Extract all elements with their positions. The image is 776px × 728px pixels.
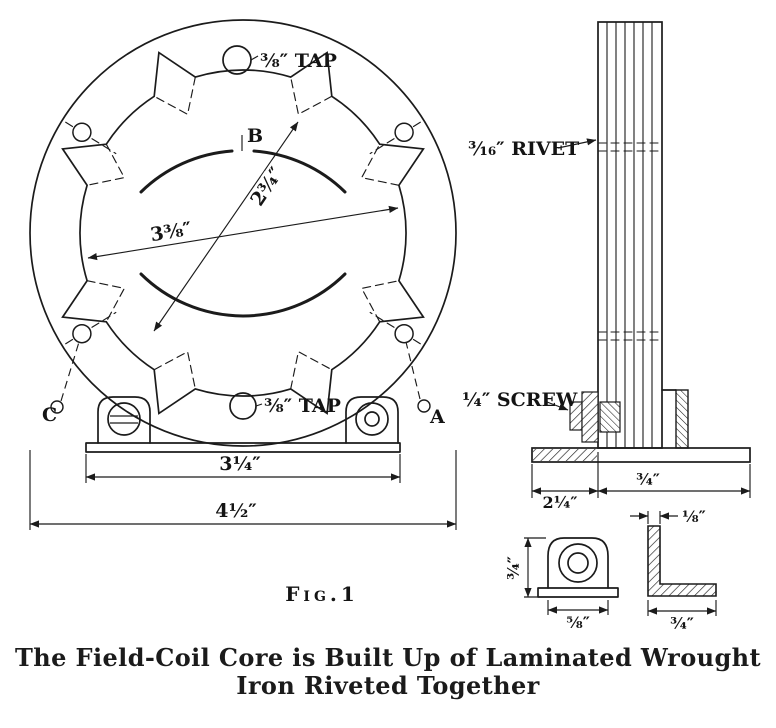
- rivet-label: ³⁄₁₆″ RIVET: [468, 138, 579, 160]
- screw-slot: [110, 415, 138, 424]
- dim-base-width-label: 3¼″: [219, 453, 261, 475]
- rivet-hole: [394, 122, 414, 143]
- technical-drawing: B ⅜″ TAP ⅜″ TAP 2¾″ 3⅜″ C A 3¼″: [29, 19, 751, 636]
- detail-foot-bushing: ¾″ ⅝″: [502, 537, 619, 635]
- screw-label: ¼″ SCREW: [462, 389, 578, 411]
- dim-overall-width-label: 4½″: [215, 500, 257, 522]
- dim-angle-thickness-label: ⅛″: [682, 507, 706, 526]
- screw-shank-section: [581, 391, 599, 443]
- rivet-holes: [72, 122, 414, 344]
- foot-bushing-inner: [567, 552, 589, 574]
- foot-bushing-outer: [558, 543, 598, 583]
- caption-line-2: Iron Riveted Together: [236, 671, 540, 700]
- point-a-label: A: [429, 406, 445, 428]
- caption-line-1: The Field-Coil Core is Built Up of Lamin…: [15, 643, 761, 672]
- foot-arch: [547, 537, 609, 589]
- dim-ext-overall: [29, 450, 457, 530]
- fig-label: Fig.1: [285, 582, 359, 606]
- tap-top-leader: [250, 55, 259, 61]
- screw-leader: [546, 401, 569, 411]
- tap-bottom-label: ⅜″ TAP: [264, 395, 341, 417]
- point-c-circle: [50, 400, 64, 414]
- rivet-hole: [72, 323, 92, 344]
- dim-angle-width-label: ¾″: [670, 614, 694, 633]
- right-foot-bushing-outer: [355, 402, 389, 436]
- point-c-label: C: [42, 404, 57, 426]
- lamination-lines: [606, 21, 653, 449]
- hidden-seam-dashes: [62, 120, 424, 346]
- base-plate-hatch: [533, 449, 597, 461]
- detail-angle-bracket: ⅛″ ¾″: [630, 507, 717, 636]
- angle-vertical-leg: [675, 389, 689, 449]
- point-c-leader: [60, 341, 80, 402]
- point-a-leader: [405, 341, 421, 400]
- dim-foot-height-label: ¾″: [504, 556, 523, 580]
- rivet-hole: [394, 323, 414, 344]
- point-b-label: B: [247, 125, 263, 147]
- dim-foot-width-label: ⅝″: [566, 613, 590, 632]
- point-a-circle: [417, 399, 431, 413]
- figure-caption: The Field-Coil Core is Built Up of Lamin…: [0, 644, 776, 700]
- tap-top-label: ⅜″ TAP: [260, 50, 337, 72]
- inner-arc-bottom: [139, 272, 347, 318]
- base-plate-front: [85, 442, 401, 453]
- left-foot-arch: [97, 396, 151, 444]
- right-foot-arch: [345, 396, 399, 444]
- dim-base-left-label: 2¼″: [543, 493, 578, 512]
- front-view-laminated-core: B ⅜″ TAP ⅜″ TAP 2¾″ 3⅜″ C A 3¼″: [29, 19, 457, 606]
- rivet-hole: [72, 122, 92, 143]
- left-foot-screw-head: [107, 402, 141, 436]
- foot-base: [537, 587, 619, 598]
- dim-line-outer-diagonal: [87, 205, 399, 261]
- angle-section: [647, 525, 717, 597]
- base-plate-side: [531, 447, 751, 463]
- inner-arc-top-left: [139, 149, 234, 194]
- dim-inner-diagonal-label: 2¾″: [246, 163, 288, 210]
- tap-bottom-leader: [255, 403, 263, 407]
- side-view-lamination-stack: ³⁄₁₆″ RIVET ¼″ SCREW 2¼″ ¾″: [462, 21, 751, 515]
- outer-circle: [29, 19, 457, 447]
- angle-thickness-ext: [647, 511, 661, 524]
- rivet-leader: [557, 138, 597, 149]
- rivet-hidden-lines: [597, 142, 663, 341]
- dim-base-right-label: ¾″: [636, 470, 660, 489]
- nut-section: [599, 401, 621, 433]
- right-foot-bushing-inner: [364, 411, 380, 427]
